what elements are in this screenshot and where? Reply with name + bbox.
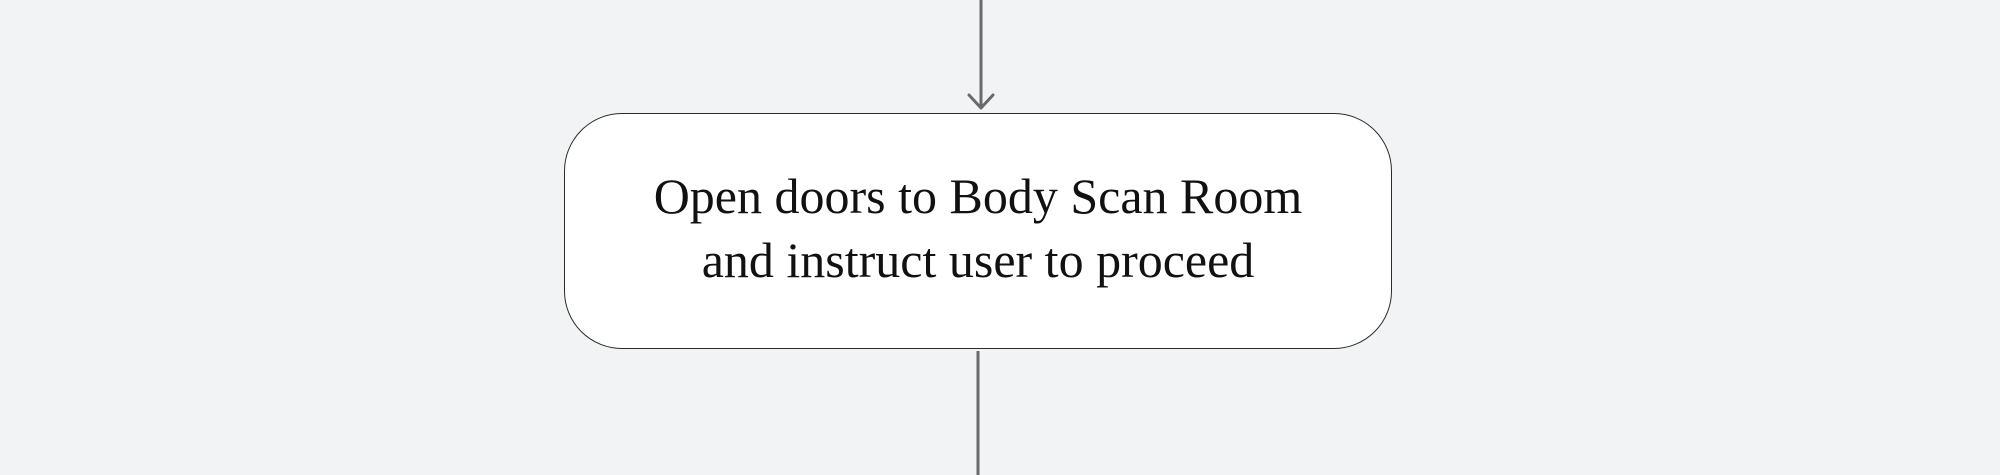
process-node-label-line-2: and instruct user to proceed bbox=[701, 232, 1255, 288]
process-node-label: Open doors to Body Scan Room and instruc… bbox=[654, 164, 1303, 292]
process-node: Open doors to Body Scan Room and instruc… bbox=[564, 113, 1392, 349]
process-node-label-line-1: Open doors to Body Scan Room bbox=[653, 168, 1303, 224]
incoming-arrowhead-icon bbox=[967, 93, 995, 110]
